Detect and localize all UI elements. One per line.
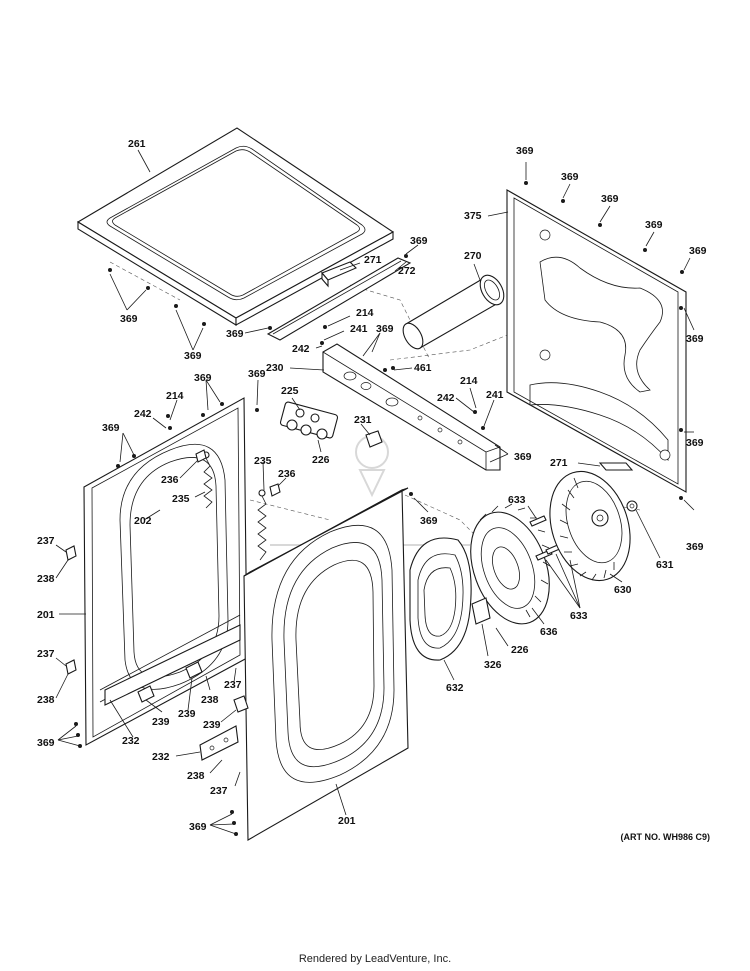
latch-239-c[interactable] — [233, 695, 249, 713]
callout-230: 230 — [266, 362, 284, 374]
callout-237: 237 — [224, 679, 242, 691]
blower-wheel-630[interactable] — [537, 461, 644, 591]
pad-271-top[interactable] — [321, 261, 357, 288]
callout-232-bottom: 232 — [152, 751, 170, 763]
callout-271-rear: 271 — [550, 457, 568, 469]
callout-326: 326 — [484, 659, 502, 671]
callout-241: 241 — [350, 323, 368, 335]
callout-369: 369 — [516, 145, 534, 157]
callout-369: 369 — [189, 821, 207, 833]
hinge-232-top[interactable] — [104, 624, 241, 706]
callout-369: 369 — [645, 219, 663, 231]
callout-369: 369 — [420, 515, 438, 527]
clip-237-238-b[interactable] — [65, 659, 77, 675]
clip-237-238-a[interactable] — [65, 545, 77, 561]
callout-461: 461 — [414, 362, 432, 374]
callout-369: 369 — [248, 368, 266, 380]
callout-236-left: 236 — [161, 474, 179, 486]
callout-271-top: 271 — [364, 254, 382, 266]
art-number: (ART NO. WH986 C9) — [620, 832, 710, 842]
callout-202: 202 — [134, 515, 152, 527]
footer-credit: Rendered by LeadVenture, Inc. — [298, 953, 452, 965]
callout-636: 636 — [540, 626, 558, 638]
callout-225: 225 — [281, 385, 299, 397]
callout-237: 237 — [37, 648, 55, 660]
callout-369: 369 — [194, 372, 212, 384]
callout-201-front: 201 — [338, 815, 356, 827]
callout-232-top: 232 — [122, 735, 140, 747]
latch-239-b[interactable] — [185, 661, 203, 679]
callout-235-right: 235 — [254, 455, 272, 467]
callout-375: 375 — [464, 210, 482, 222]
callout-238: 238 — [187, 770, 205, 782]
hinge-232-bottom[interactable] — [199, 725, 239, 761]
duct-tube-270[interactable] — [399, 271, 509, 352]
callout-237: 237 — [37, 535, 55, 547]
callout-labels: 261 271 272 369 369 369 369 214 241 369 … — [37, 138, 707, 833]
bulkhead-632[interactable] — [409, 537, 472, 661]
callout-239: 239 — [178, 708, 196, 720]
leader-lines — [55, 149, 695, 835]
callout-630: 630 — [614, 584, 632, 596]
callout-214: 214 — [356, 307, 374, 319]
callout-261: 261 — [128, 138, 146, 150]
rail-272[interactable] — [266, 257, 412, 341]
rear-panel-375[interactable] — [506, 189, 687, 493]
callout-369: 369 — [689, 245, 707, 257]
pad-271-rear[interactable] — [598, 462, 634, 471]
callout-201-left: 201 — [37, 609, 55, 621]
callout-242: 242 — [437, 392, 455, 404]
nut-631[interactable] — [626, 500, 638, 512]
callout-239: 239 — [203, 719, 221, 731]
callout-242: 242 — [292, 343, 310, 355]
callout-369: 369 — [686, 437, 704, 449]
callout-369: 369 — [102, 422, 120, 434]
front-panel-201[interactable] — [243, 487, 409, 841]
pin-633-a[interactable] — [529, 515, 547, 527]
callout-214: 214 — [460, 375, 478, 387]
callout-369: 369 — [376, 323, 394, 335]
callout-238: 238 — [37, 573, 55, 585]
bracket-326[interactable] — [471, 597, 491, 625]
spring-235-right[interactable] — [257, 489, 267, 561]
callout-242: 242 — [134, 408, 152, 420]
callout-369: 369 — [686, 541, 704, 553]
drum-636[interactable] — [456, 501, 563, 635]
callout-272: 272 — [398, 265, 416, 277]
callout-238: 238 — [37, 694, 55, 706]
callout-633: 633 — [570, 610, 588, 622]
callout-237: 237 — [210, 785, 228, 797]
callout-270: 270 — [464, 250, 482, 262]
callout-239: 239 — [152, 716, 170, 728]
callout-369: 369 — [226, 328, 244, 340]
callout-633: 633 — [508, 494, 526, 506]
callout-369: 369 — [410, 235, 428, 247]
callout-369: 369 — [514, 451, 532, 463]
latch-239-a[interactable] — [137, 685, 155, 703]
callout-226: 226 — [312, 454, 330, 466]
callout-369: 369 — [601, 193, 619, 205]
callout-226: 226 — [511, 644, 529, 656]
water-valve-225[interactable] — [279, 401, 339, 440]
callout-238: 238 — [201, 694, 219, 706]
callout-369: 369 — [184, 350, 202, 362]
callout-369: 369 — [120, 313, 138, 325]
callout-369: 369 — [561, 171, 579, 183]
callout-632: 632 — [446, 682, 464, 694]
callout-241: 241 — [486, 389, 504, 401]
callout-631: 631 — [656, 559, 674, 571]
control-bracket-230[interactable] — [322, 343, 501, 471]
callout-214: 214 — [166, 390, 184, 402]
callout-236-right: 236 — [278, 468, 296, 480]
hanger-236[interactable] — [195, 449, 281, 497]
top-cover-261[interactable] — [76, 127, 395, 326]
callout-369: 369 — [686, 333, 704, 345]
callout-235-left: 235 — [172, 493, 190, 505]
callout-231: 231 — [354, 414, 372, 426]
callout-369: 369 — [37, 737, 55, 749]
